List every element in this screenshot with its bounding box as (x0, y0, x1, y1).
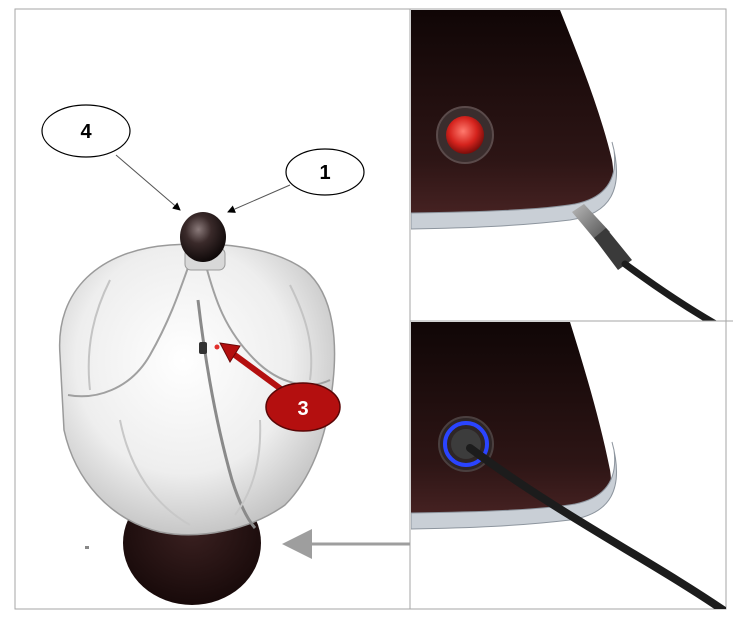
cable-wire (625, 264, 726, 330)
callout-1-leader (228, 185, 290, 212)
callout-1: 1 (228, 149, 364, 212)
callout-4-leader (116, 155, 180, 210)
callout-4: 4 (42, 105, 180, 210)
power-switch (199, 342, 207, 354)
small-mark (85, 546, 89, 549)
callout-3-label: 3 (297, 398, 308, 420)
red-port-led (446, 116, 484, 154)
callout-1-label: 1 (319, 162, 330, 184)
port-detail-unplugged (411, 10, 726, 330)
control-knob (180, 212, 226, 262)
callout-4-label: 4 (80, 121, 92, 143)
status-led (215, 345, 220, 350)
port-detail-plugged (411, 322, 726, 612)
